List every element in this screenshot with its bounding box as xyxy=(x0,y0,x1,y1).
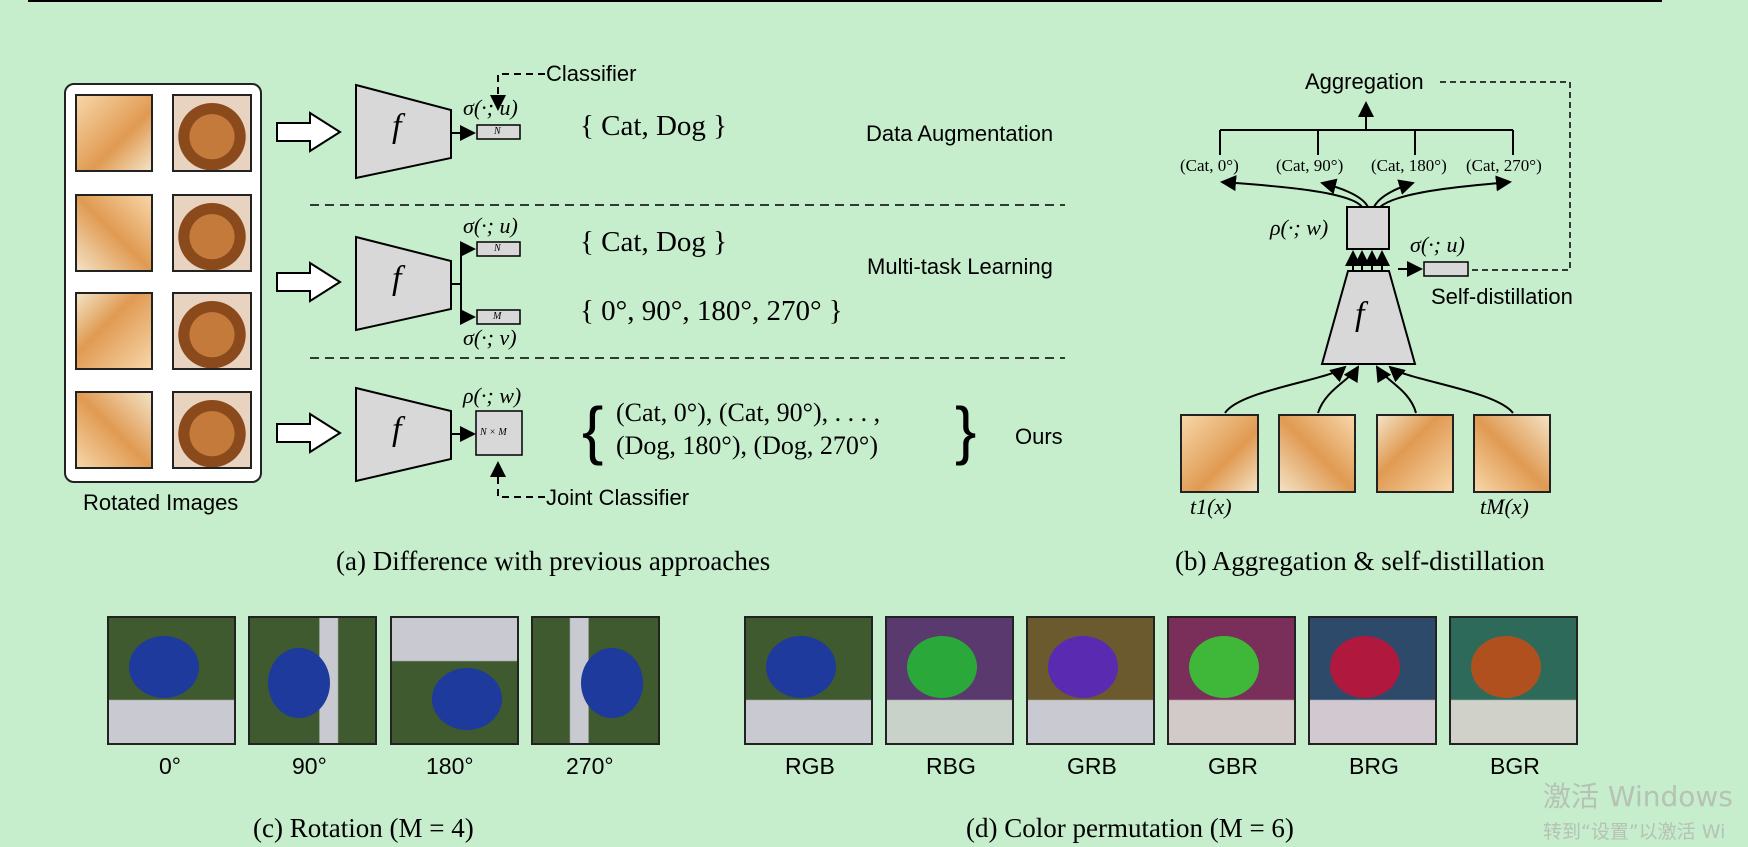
t1-x-label: t1(x) xyxy=(1190,494,1232,519)
rotated-images-label: Rotated Images xyxy=(83,490,239,515)
rotation-label-0: 0° xyxy=(159,753,181,779)
f-symbol-1: f xyxy=(392,108,402,145)
color-image-brg xyxy=(1308,616,1437,745)
rotation-image-90 xyxy=(248,616,377,745)
dog-image-270 xyxy=(172,391,252,469)
color-image-bgr xyxy=(1449,616,1578,745)
color-label-rgb: RGB xyxy=(785,753,835,779)
output-cat-0: (Cat, 0°) xyxy=(1180,156,1239,175)
aggregation-label: Aggregation xyxy=(1305,69,1424,94)
bird-gbr xyxy=(1189,636,1259,698)
svg-text:}: } xyxy=(955,394,976,466)
color-image-rbg xyxy=(885,616,1014,745)
encoder-trapezoid-1 xyxy=(355,83,452,180)
caption-c: (c) Rotation (M = 4) xyxy=(253,813,474,843)
rotation-label-90: 90° xyxy=(292,753,327,779)
color-label-grb: GRB xyxy=(1067,753,1117,779)
head-n-text-1: N xyxy=(494,126,501,137)
output-cat-180: (Cat, 180°) xyxy=(1371,156,1447,175)
encoder-trapezoid-3 xyxy=(355,386,452,483)
dog-image-90 xyxy=(172,194,252,272)
svg-text:{: { xyxy=(582,394,603,466)
sigma-u-label-1: σ(·; u) xyxy=(463,95,518,120)
class-set-1: { Cat, Dog } xyxy=(580,110,728,142)
head-box-m-2 xyxy=(476,309,521,325)
color-label-gbr: GBR xyxy=(1208,753,1258,779)
head-box-n-2 xyxy=(476,241,521,257)
input-image-3 xyxy=(1376,414,1454,493)
classifier-label: Classifier xyxy=(546,61,637,86)
color-label-brg: BRG xyxy=(1349,753,1399,779)
encoder-trapezoid-2 xyxy=(355,235,452,332)
rotation-image-0 xyxy=(107,616,236,745)
bird-rbg xyxy=(907,636,977,698)
joint-classifier-label: Joint Classifier xyxy=(546,485,690,510)
cat-image-180 xyxy=(75,292,153,370)
cat-image-270 xyxy=(75,391,153,469)
rotation-label-180: 180° xyxy=(426,753,474,779)
head-m-text-2: M xyxy=(493,311,502,322)
input-image-4 xyxy=(1473,414,1551,493)
bird-bgr xyxy=(1471,636,1541,698)
joint-set-line-2: (Dog, 180°), (Dog, 270°) xyxy=(616,431,878,460)
caption-d: (d) Color permutation (M = 6) xyxy=(966,813,1294,843)
hollow-arrow-1 xyxy=(276,111,342,153)
panel-b-diagram xyxy=(1219,81,1571,414)
panel-a-diagram: { } xyxy=(276,73,1065,498)
caption-b: (b) Aggregation & self-distillation xyxy=(1175,546,1545,576)
method-ours: Ours xyxy=(1015,424,1063,449)
output-cat-90: (Cat, 90°) xyxy=(1276,156,1344,175)
cat-image-90 xyxy=(75,194,153,272)
cat-image-0 xyxy=(75,94,153,172)
method-multi-task-learning: Multi-task Learning xyxy=(867,254,1053,279)
tM-x-label: tM(x) xyxy=(1480,494,1529,519)
self-distillation-label: Self-distillation xyxy=(1431,284,1573,309)
color-label-rbg: RBG xyxy=(926,753,976,779)
rotation-image-180 xyxy=(390,616,519,745)
caption-a: (a) Difference with previous approaches xyxy=(336,546,771,576)
input-image-1 xyxy=(1180,414,1259,493)
method-data-augmentation: Data Augmentation xyxy=(866,121,1054,146)
watermark-line-2: 转到“设置”以激活 Wi xyxy=(1543,821,1726,843)
head-box-n-1 xyxy=(476,124,521,140)
bird-grb xyxy=(1048,636,1118,698)
sigma-box xyxy=(1423,261,1469,277)
f-symbol-3: f xyxy=(392,411,402,448)
output-cat-270: (Cat, 270°) xyxy=(1466,156,1542,175)
input-image-2 xyxy=(1278,414,1356,493)
rho-w-label-3: ρ(·; w) xyxy=(463,383,522,408)
sigma-u-label-2: σ(·; u) xyxy=(463,213,518,238)
head-box-nm-3 xyxy=(475,410,523,456)
color-image-rgb xyxy=(744,616,873,745)
hollow-arrow-3 xyxy=(276,412,342,454)
head-nm-text-3: N × M xyxy=(480,427,507,438)
rotation-label-270: 270° xyxy=(566,753,614,779)
encoder-trapezoid-b xyxy=(1320,270,1417,365)
sigma-u-label-b: σ(·; u) xyxy=(1410,232,1465,257)
dog-image-180 xyxy=(172,292,252,370)
bird-brg xyxy=(1330,636,1400,698)
dog-image-0 xyxy=(172,94,252,172)
sigma-v-label-2: σ(·; v) xyxy=(463,325,517,350)
bird-rgb xyxy=(766,636,836,698)
color-image-grb xyxy=(1026,616,1155,745)
head-n-text-2: N xyxy=(494,243,501,254)
rotation-image-270 xyxy=(531,616,660,745)
watermark-line-1: 激活 Windows xyxy=(1543,780,1733,813)
f-symbol-2: f xyxy=(392,260,402,297)
hollow-arrow-2 xyxy=(276,261,342,303)
color-image-gbr xyxy=(1167,616,1296,745)
rotation-set-2: { 0°, 90°, 180°, 270° } xyxy=(580,295,843,327)
class-set-2: { Cat, Dog } xyxy=(580,226,728,258)
color-label-bgr: BGR xyxy=(1490,753,1540,779)
top-rule xyxy=(28,0,1662,2)
rho-box xyxy=(1346,206,1390,250)
joint-set-line-1: (Cat, 0°), (Cat, 90°), . . . , xyxy=(616,398,881,427)
rho-w-label-b: ρ(·; w) xyxy=(1270,215,1329,240)
f-symbol-b: f xyxy=(1355,296,1365,333)
